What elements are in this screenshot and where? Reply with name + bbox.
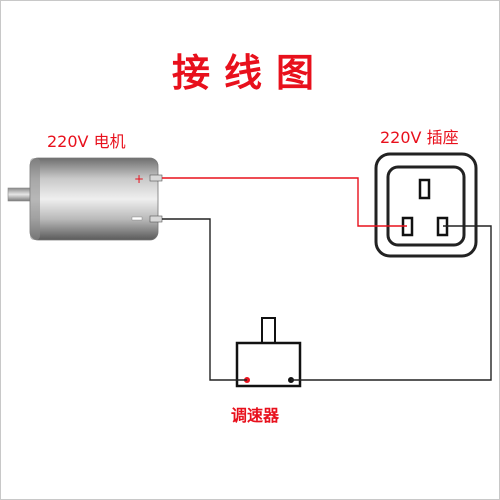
regulator-label: 调速器 [231,406,280,425]
wire-regulator-to-socket-neutral [291,225,492,381]
motor-terminal-top [149,174,163,182]
motor: + [7,157,163,241]
motor-body [29,157,159,241]
socket-inner-frame [386,165,466,247]
motor-end-cap [30,158,40,240]
diagram-title: 接线图 [171,50,328,95]
speed-regulator [235,317,302,388]
motor-plus-sign: + [134,172,144,186]
motor-terminal-bottom [149,215,163,223]
socket [374,152,478,258]
motor-label: 220V 电机 [47,132,126,151]
wire-motor-to-regulator [162,218,247,381]
motor-minus-sign [131,216,143,221]
socket-earth-slot [418,178,431,200]
wire-motor-to-socket-live [162,177,407,227]
socket-label: 220V 插座 [380,128,459,147]
